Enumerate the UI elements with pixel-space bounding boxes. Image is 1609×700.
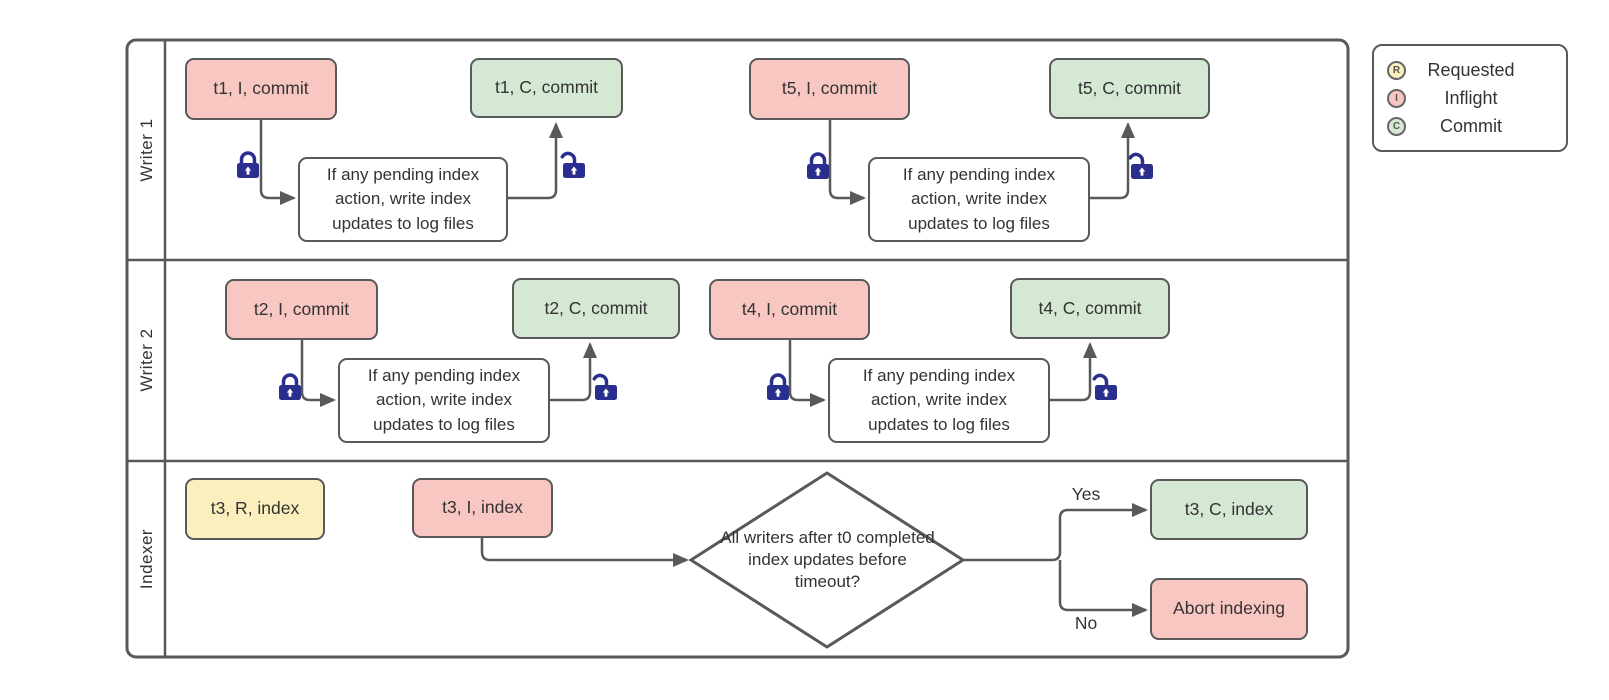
node-t5-commit: t5, C, commit — [1049, 58, 1210, 119]
node-t3-requested: t3, R, index — [185, 478, 325, 540]
commit-state-icon: C — [1387, 116, 1406, 136]
node-t5-inflight: t5, I, commit — [749, 58, 910, 120]
decision-question: All writers after t0 completed index upd… — [720, 528, 935, 592]
connector-note-to-t1-commit — [508, 122, 563, 200]
requested-state-icon: R — [1387, 60, 1406, 80]
note-pending-index-t2: If any pending index action, write index… — [338, 358, 550, 443]
node-t3-commit: t3, C, index — [1150, 479, 1308, 540]
lane-label-writer2: Writer 2 — [137, 328, 156, 392]
connector-note-to-t2-commit — [550, 342, 597, 402]
note-pending-index-t5: If any pending index action, write index… — [868, 157, 1090, 242]
node-t1-inflight: t1, I, commit — [185, 58, 337, 120]
connector-t3-inflight-to-decision — [480, 538, 689, 567]
legend-label-requested: Requested — [1427, 59, 1515, 80]
legend-row-commit: C Commit — [1387, 116, 1566, 137]
legend: R Requested I Inflight C Commit — [1372, 44, 1568, 152]
legend-label-commit: Commit — [1440, 115, 1502, 136]
connector-t5-inflight-to-note — [828, 120, 866, 205]
connector-t2-inflight-to-note — [300, 340, 336, 407]
node-t4-inflight: t4, I, commit — [709, 279, 870, 340]
legend-row-inflight: I Inflight — [1387, 88, 1566, 109]
node-t2-inflight: t2, I, commit — [225, 279, 378, 340]
node-t3-inflight: t3, I, index — [412, 478, 553, 538]
connector-t4-inflight-to-note — [788, 340, 826, 407]
connector-note-to-t5-commit — [1090, 122, 1135, 200]
branch-label-yes: Yes — [1071, 484, 1101, 504]
legend-label-inflight: Inflight — [1444, 87, 1498, 108]
connector-t1-inflight-to-note — [259, 120, 296, 205]
node-t2-commit: t2, C, commit — [512, 278, 680, 339]
branch-label-no: No — [1074, 613, 1098, 633]
inflight-state-icon: I — [1387, 88, 1406, 108]
connector-decision-yes-to-t3-commit — [963, 503, 1148, 562]
node-t4-commit: t4, C, commit — [1010, 278, 1170, 339]
lane-label-indexer: Indexer — [137, 528, 156, 590]
node-abort-indexing: Abort indexing — [1150, 578, 1308, 640]
lane-label-writer1: Writer 1 — [137, 118, 156, 182]
connector-note-to-t4-commit — [1050, 342, 1097, 402]
note-pending-index-t1: If any pending index action, write index… — [298, 157, 508, 242]
note-pending-index-t4: If any pending index action, write index… — [828, 358, 1050, 443]
connector-decision-no-to-abort — [1058, 560, 1148, 617]
legend-row-requested: R Requested — [1387, 60, 1566, 81]
decision-diamond — [688, 471, 966, 649]
node-t1-commit: t1, C, commit — [470, 58, 623, 118]
